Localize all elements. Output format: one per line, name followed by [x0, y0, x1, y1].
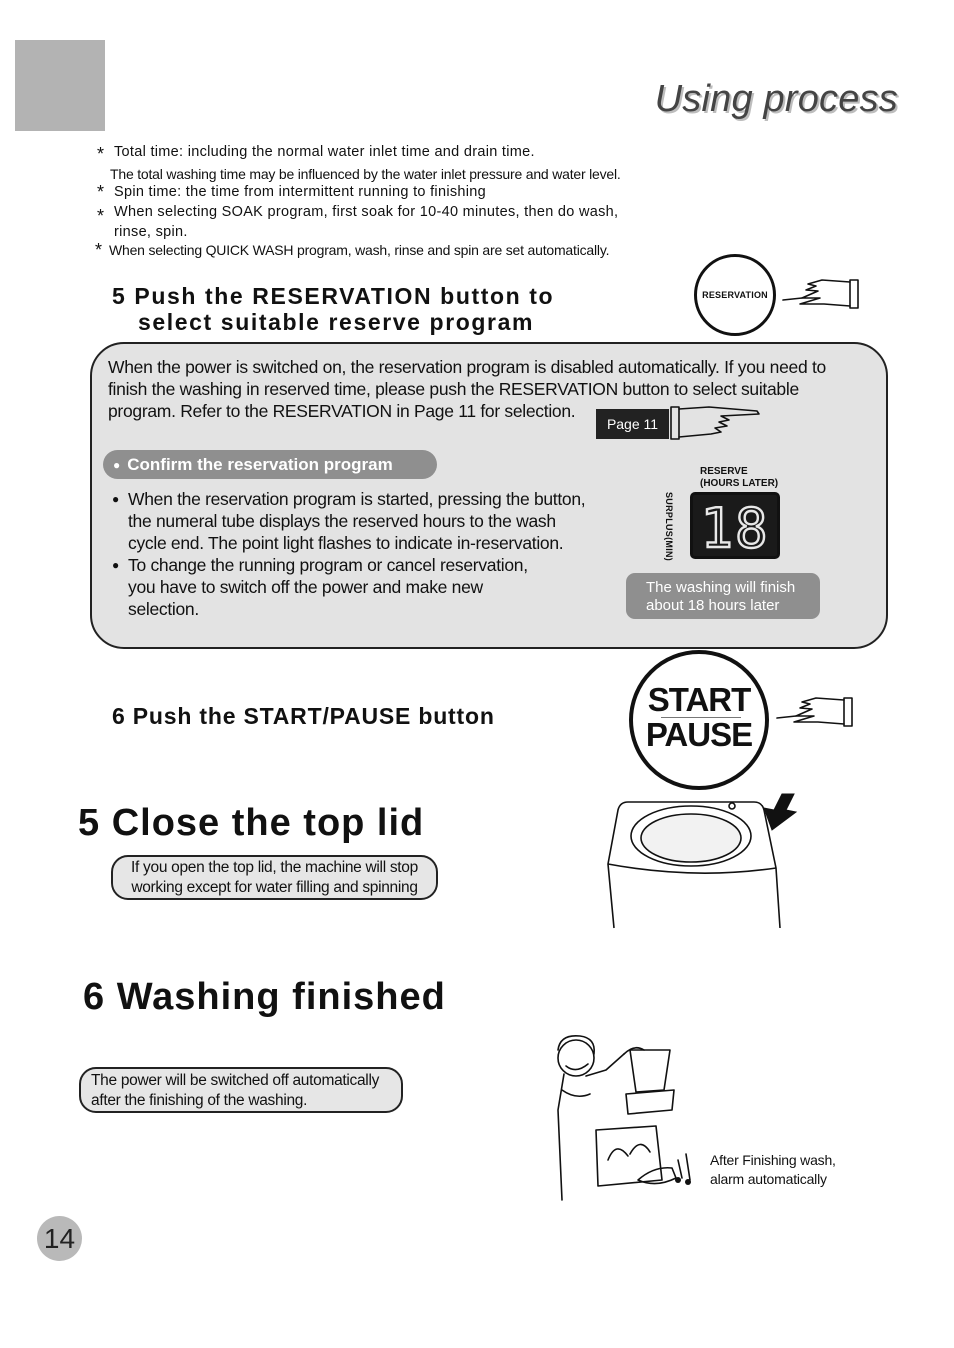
page-number: 14	[37, 1216, 82, 1261]
finish-time-note: The washing will finish about 18 hours l…	[626, 573, 820, 619]
button-divider	[661, 717, 741, 718]
note-star: *	[97, 182, 105, 202]
surplus-label: SURPLUS(MIN)	[664, 492, 674, 562]
list-item: ● When the reservation program is starte…	[112, 488, 586, 554]
power-note-line1: The power will be switched off automatic…	[91, 1072, 380, 1089]
note-total-washing-time: The total washing time may be influenced…	[110, 166, 621, 182]
start-label: START	[647, 681, 752, 718]
bullet-line: cycle end. The point light flashes to in…	[128, 533, 564, 553]
start-pause-button[interactable]: START PAUSE	[629, 650, 769, 790]
seven-segment-digits: 18	[699, 496, 769, 561]
pointing-hand-icon	[782, 279, 859, 309]
close-lid-heading: 5 Close the top lid	[78, 802, 425, 844]
confirm-reservation-title: Confirm the reservation program	[127, 454, 393, 474]
corner-block	[15, 40, 105, 131]
note-star: *	[97, 144, 105, 164]
page-title: Using process	[654, 78, 898, 120]
note-total-time: Total time: including the normal water i…	[114, 144, 535, 160]
finish-line1: The washing will finish	[646, 579, 796, 596]
finish-line2: about 18 hours later	[646, 597, 780, 614]
note-soak: When selecting SOAK program, first soak …	[114, 204, 619, 220]
washing-finished-heading: 6 Washing finished	[83, 976, 446, 1018]
bullet-dot-icon: ●	[113, 457, 121, 472]
washing-machine-icon	[607, 793, 798, 929]
step6-heading: 6 Push the START/PAUSE button	[112, 703, 495, 729]
display-value: 18	[700, 497, 769, 556]
power-off-note: The power will be switched off automatic…	[79, 1067, 403, 1113]
lid-note: If you open the top lid, the machine wil…	[111, 855, 438, 900]
step5-heading-line2: select suitable reserve program	[138, 309, 535, 335]
note-spin-time: Spin time: the time from intermittent ru…	[114, 184, 487, 200]
reserve-label: RESERVE (HOURS LATER)	[700, 466, 778, 490]
alarm-caption-line2: alarm automatically	[710, 1171, 827, 1187]
note-soak-continued: rinse, spin.	[114, 224, 188, 240]
note-star: *	[97, 206, 105, 226]
confirm-reservation-heading: ● Confirm the reservation program	[103, 450, 437, 479]
pointing-hand-icon	[776, 697, 853, 727]
bullet-dot-icon: ●	[112, 558, 119, 572]
lid-note-line2: working except for water filling and spi…	[131, 879, 418, 896]
lid-note-line1: If you open the top lid, the machine wil…	[131, 859, 418, 876]
alarm-caption: After Finishing wash, alarm automaticall…	[710, 1151, 836, 1189]
reservation-bullets: ● When the reservation program is starte…	[112, 488, 586, 620]
pointing-hand-icon	[670, 406, 760, 440]
power-note-line2: after the finishing of the washing.	[91, 1092, 308, 1109]
woman-with-machine-illustration	[557, 1034, 691, 1201]
bullet-line: When the reservation program is started,…	[128, 489, 586, 509]
reservation-button[interactable]: RESERVATION	[694, 254, 776, 336]
note-quick-wash: When selecting QUICK WASH program, wash,…	[109, 242, 610, 258]
note-star: *	[95, 240, 103, 260]
numeral-display: 18	[690, 492, 780, 561]
bullet-line: you have to switch off the power and mak…	[128, 577, 483, 597]
page-reference-tag: Page 11	[596, 409, 669, 439]
alarm-caption-line1: After Finishing wash,	[710, 1152, 836, 1168]
pause-label: PAUSE	[645, 716, 753, 753]
bullet-line: the numeral tube displays the reserved h…	[128, 511, 556, 531]
reservation-button-label: RESERVATION	[702, 290, 768, 300]
bullet-dot-icon: ●	[112, 492, 119, 506]
panel-intro-text: When the power is switched on, the reser…	[108, 357, 826, 421]
list-item: ● To change the running program or cance…	[112, 554, 585, 620]
reserve-label-line2: (HOURS LATER)	[700, 478, 779, 489]
bullet-line: To change the running program or cancel …	[128, 555, 528, 575]
bullet-line: selection.	[128, 599, 199, 619]
step5-heading-line1: 5 Push the RESERVATION button to	[112, 283, 555, 309]
reserve-label-line1: RESERVE	[700, 466, 748, 477]
